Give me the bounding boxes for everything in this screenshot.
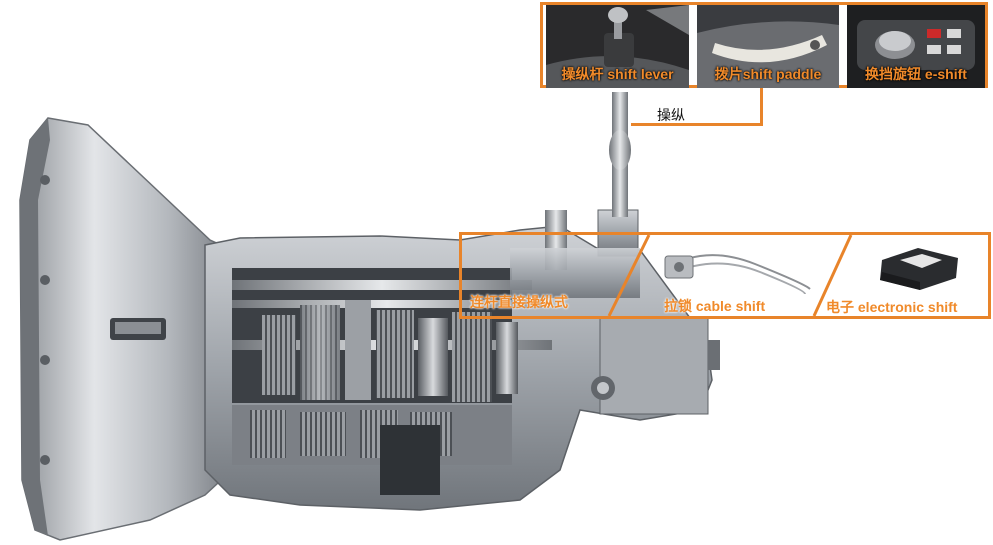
control-option-rotary-knob: 换挡旋钮 e-shift <box>847 5 985 88</box>
linkage-option-rod: 连杆直接操纵式 <box>470 294 568 310</box>
control-option-label: 操纵杆 shift lever <box>561 66 674 82</box>
linkage-dividers <box>607 234 853 317</box>
electronic-module-icon <box>880 248 958 290</box>
shift-paddle-icon <box>697 5 839 88</box>
shift-lever-icon <box>546 5 689 88</box>
control-group-label: 操纵 <box>657 107 685 123</box>
control-option-shift-lever: 操纵杆 shift lever <box>546 5 689 88</box>
linkage-option-electronic: 电子 electronic shift <box>826 299 958 315</box>
control-option-shift-paddle: 拨片shift paddle <box>697 5 839 88</box>
linkage-option-cable: 拉锁 cable shift <box>664 298 766 314</box>
control-option-label: 换挡旋钮 e-shift <box>865 66 967 82</box>
control-connector-line <box>631 88 763 126</box>
cable-assembly-icon <box>664 254 811 295</box>
linkage-options-panel <box>459 232 991 319</box>
control-option-label: 拨片shift paddle <box>714 66 822 82</box>
rotary-knob-icon <box>847 5 985 88</box>
